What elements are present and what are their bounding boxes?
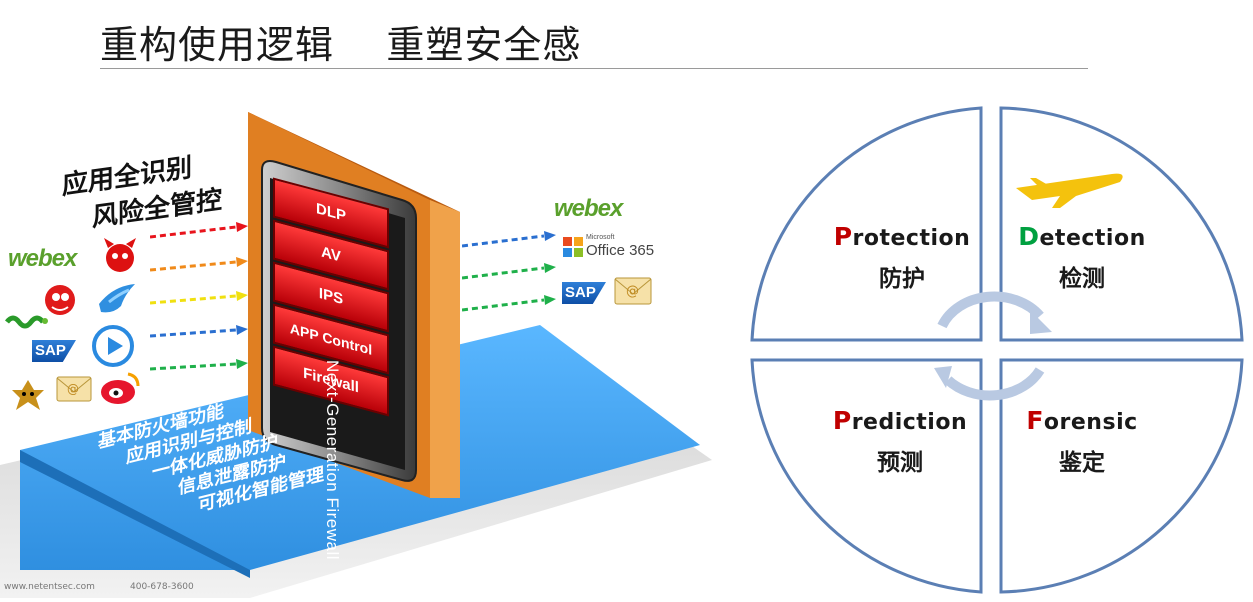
- cycle-arrows: [937, 291, 1045, 401]
- detection-cap: D: [1018, 222, 1040, 251]
- video-player-app-icon: [92, 325, 134, 371]
- footer-phone: 400-678-3600: [130, 582, 194, 592]
- quadrant-protection: [750, 106, 983, 342]
- devil-app-icon: [100, 238, 140, 278]
- airplane-icon: [1016, 173, 1123, 208]
- module-label: AV: [321, 243, 341, 266]
- mail-app-icon-right: @: [614, 272, 652, 310]
- sap-label: SAP: [35, 342, 66, 359]
- mail-app-icon-left: @: [56, 372, 92, 408]
- bird-app-icon: [95, 280, 139, 324]
- protection-rest: rotection: [852, 226, 971, 251]
- cycle-arrowhead-1: [1030, 310, 1052, 334]
- prediction-cap: P: [832, 406, 852, 435]
- arrow-in-5: [150, 362, 237, 371]
- sap-label-right: SAP: [565, 284, 596, 301]
- wall-side: [430, 200, 460, 498]
- sap-logo-icon: SAP: [32, 340, 76, 362]
- ppdr-diagram: [750, 106, 1244, 594]
- incoming-arrows: [150, 222, 248, 371]
- module-label: IPS: [318, 284, 344, 309]
- detection-rest: etection: [1039, 226, 1146, 251]
- quadrant-detection: [999, 106, 1244, 342]
- prediction-rest: rediction: [851, 410, 968, 435]
- arrow-in-2: [150, 260, 237, 272]
- quadrant-prediction: [750, 358, 983, 594]
- cycle-arrowhead-2: [934, 366, 952, 388]
- svg-text:@: @: [67, 382, 79, 396]
- label-protection: Protection 防护: [812, 222, 992, 293]
- footer-site: www.netentsec.com: [4, 582, 95, 592]
- arrow-in-3: [150, 294, 237, 305]
- module-label: DLP: [316, 199, 346, 226]
- red-chat-app-icon: [42, 282, 84, 322]
- snake-app-icon: [5, 312, 49, 336]
- page-title: 重构使用逻辑 重塑安全感: [100, 23, 582, 67]
- label-detection: Detection 检测: [992, 222, 1172, 293]
- title-divider: [100, 68, 1088, 69]
- protection-cap: P: [833, 222, 853, 251]
- platform-edge: [20, 450, 250, 578]
- firewall-vertical-label: Next-Generation Firewall: [323, 360, 342, 561]
- office-microsoft-label: Microsoft: [586, 234, 615, 241]
- detection-zh: 检测: [1059, 266, 1105, 292]
- label-forensic: Forensic 鉴定: [992, 406, 1172, 477]
- webex-logo-icon: webex: [8, 245, 77, 272]
- sap-logo-icon-right: SAP: [562, 282, 606, 304]
- label-prediction: Prediction 预测: [810, 406, 990, 477]
- arrow-in-1: [150, 225, 237, 239]
- office365-logo-icon: Microsoft Office 365: [562, 234, 655, 262]
- prediction-zh: 预测: [877, 450, 923, 476]
- protection-zh: 防护: [879, 266, 925, 292]
- quadrant-forensic: [999, 358, 1244, 594]
- forensic-rest: orensic: [1043, 410, 1138, 435]
- webex-logo-icon-right: webex: [554, 195, 623, 222]
- forensic-zh: 鉴定: [1059, 450, 1105, 476]
- weibo-app-icon: [98, 368, 142, 410]
- forensic-cap: F: [1026, 406, 1044, 435]
- monster-app-icon: [10, 378, 46, 416]
- arrow-in-4: [150, 328, 237, 338]
- office365-label: Office 365: [586, 242, 655, 259]
- svg-text:@: @: [626, 284, 639, 299]
- outgoing-arrows: [462, 231, 556, 312]
